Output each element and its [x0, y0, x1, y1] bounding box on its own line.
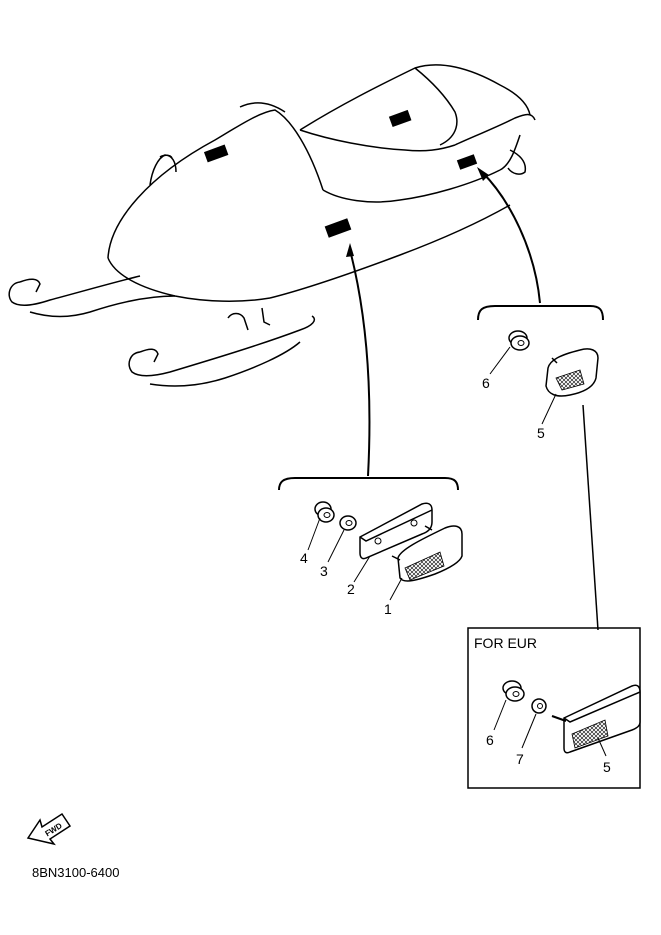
part-1-reflector	[391, 525, 463, 582]
group-bracket-rear	[477, 305, 604, 321]
leader-lines	[346, 167, 599, 631]
group-bracket-side	[278, 477, 459, 491]
part-4-nut	[314, 501, 335, 523]
callout-6-eur: 6	[486, 732, 494, 748]
callout-2: 2	[347, 581, 355, 597]
eur-box-title: FOR EUR	[474, 635, 537, 651]
callout-3: 3	[320, 563, 328, 579]
callout-1: 1	[384, 601, 392, 617]
callout-5-rear: 5	[537, 425, 545, 441]
callout-5-eur: 5	[603, 759, 611, 775]
drawing-code: 8BN3100-6400	[32, 865, 119, 880]
callout-7-eur: 7	[516, 751, 524, 767]
eur-variant-box: FOR EUR 6 7 5	[467, 627, 641, 789]
part-6-nut-rear	[508, 330, 530, 351]
part-3-washer	[339, 515, 357, 531]
part-2-plate	[359, 502, 433, 560]
callout-6-rear: 6	[482, 375, 490, 391]
snowmobile-illustration	[8, 64, 536, 387]
callout-4: 4	[300, 550, 308, 566]
fwd-arrow-icon: FWD	[26, 812, 72, 846]
part-5-reflector-rear	[545, 348, 599, 397]
callout-leaders	[307, 346, 557, 601]
